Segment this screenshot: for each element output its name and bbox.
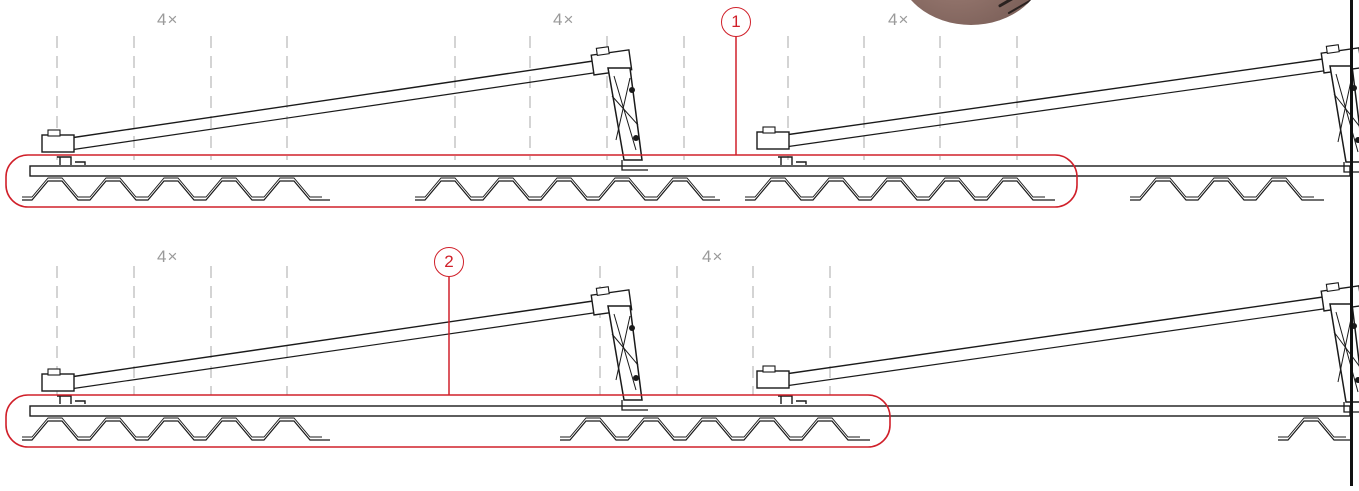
solar-panel-bottom-edge: [69, 311, 601, 390]
rear-leg-foot: [621, 400, 648, 411]
front-foot-bracket: [57, 156, 86, 165]
rear-leg-foot: [1343, 162, 1359, 173]
callout-1: 1: [721, 7, 751, 37]
front-foot-bracket: [778, 395, 807, 404]
roof-sheet-profile: [1278, 420, 1350, 441]
solar-panel-top-edge: [69, 59, 601, 139]
roof-sheet-profile-inner: [560, 417, 860, 438]
mounting-rail: [29, 405, 1351, 417]
bolt: [633, 375, 639, 381]
rear-leg-foot: [621, 160, 648, 171]
rear-support-lattice: [611, 75, 639, 151]
mounting-rail: [29, 165, 1351, 177]
multiplier-label-top-right: 4×: [888, 10, 910, 29]
rear-support-lattice: [611, 313, 639, 391]
panel-low-clamp: [41, 134, 75, 153]
roof-sheet-profile: [22, 420, 330, 441]
roof-sheet-profile-inner: [415, 177, 715, 198]
bolt: [1355, 137, 1359, 143]
highlight-frame: [5, 394, 891, 448]
solar-panel-top-edge: [784, 57, 1331, 136]
panel-low-clamp-cap: [47, 129, 61, 137]
solar-panel-top-edge: [784, 295, 1331, 375]
roof-sheet-profile-inner: [1278, 417, 1346, 438]
bolt: [1355, 377, 1359, 383]
roof-sheet-profile-inner: [22, 417, 322, 438]
roof-sheet-profile: [415, 180, 720, 201]
panel-low-clamp-cap: [47, 368, 61, 376]
rear-support-lattice: [1333, 311, 1359, 393]
page-edge: [1350, 0, 1353, 486]
roof-sheet-profile-inner: [1130, 177, 1314, 198]
roof-sheet-profile-inner: [22, 177, 322, 198]
bolt: [629, 325, 635, 331]
panel-low-clamp-cap: [762, 365, 776, 373]
front-foot-bracket: [778, 156, 807, 165]
panel-high-clamp-cap: [1325, 282, 1340, 292]
roof-sheet-profile: [1130, 180, 1324, 201]
rear-support-lattice: [1333, 73, 1359, 153]
multiplier-label-top-middle: 4×: [553, 10, 575, 29]
roof-sheet-profile-inner: [745, 177, 1045, 198]
bolt: [629, 87, 635, 93]
panel-high-clamp-cap: [595, 46, 610, 56]
multiplier-label-bottom-middle: 4×: [702, 247, 724, 266]
solar-panel-bottom-edge: [784, 307, 1331, 387]
front-foot-bracket: [57, 395, 86, 404]
panel-low-clamp: [756, 131, 790, 150]
rear-leg-foot: [1343, 402, 1359, 413]
multiplier-label-top-left: 4×: [157, 10, 179, 29]
bolt: [633, 135, 639, 141]
solar-panel-bottom-edge: [784, 69, 1331, 148]
panel-high-clamp-cap: [1325, 44, 1340, 54]
panel-low-clamp-cap: [762, 126, 776, 134]
rear-support-leg: [1329, 303, 1359, 403]
roof-sheet-profile: [560, 420, 870, 441]
roof-sheet-profile: [745, 180, 1055, 201]
rear-support-leg: [1329, 65, 1359, 163]
panel-low-clamp: [756, 370, 790, 389]
panel-low-clamp: [41, 373, 75, 392]
panel-high-clamp-cap: [595, 286, 610, 296]
highlight-frame: [5, 154, 1078, 208]
callout-2: 2: [434, 247, 464, 277]
multiplier-label-bottom-left: 4×: [157, 247, 179, 266]
roof-sheet-profile: [22, 180, 330, 201]
solar-panel-bottom-edge: [69, 71, 601, 151]
solar-panel-top-edge: [69, 299, 601, 378]
